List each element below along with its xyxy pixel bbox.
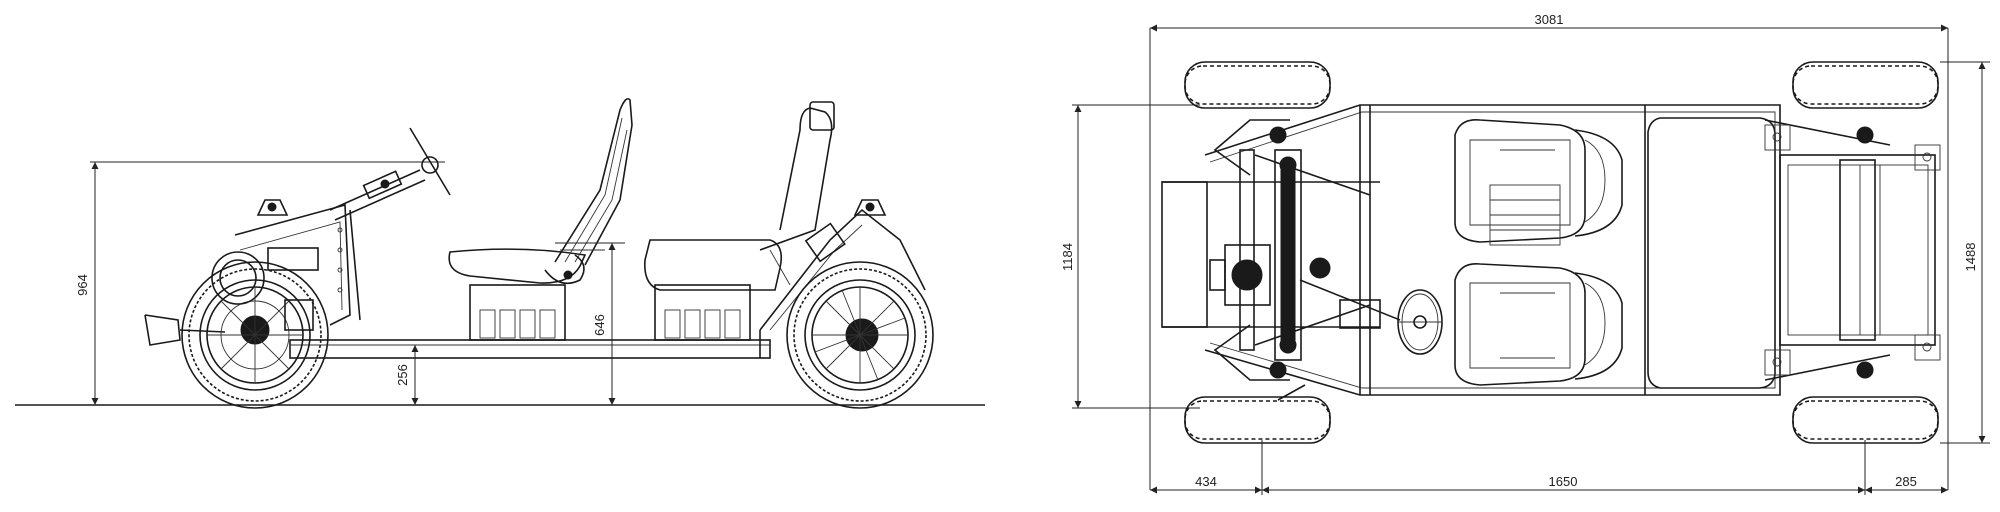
side-front-wheel bbox=[181, 247, 329, 409]
side-front-seat bbox=[448, 97, 633, 285]
dim-label-rear-overhang: 285 bbox=[1895, 474, 1917, 489]
top-view: 3081 1184 1488 434 1650 285 bbox=[1060, 12, 1990, 495]
top-steering-rack bbox=[1274, 149, 1401, 361]
top-chassis-frame bbox=[1161, 104, 1936, 396]
top-wheel-rear-right bbox=[1792, 361, 1939, 444]
top-wheel-front-right bbox=[1184, 361, 1331, 444]
top-battery-pack bbox=[1489, 184, 1561, 246]
dim-label-overall-height: 964 bbox=[75, 274, 90, 296]
top-dim-bottom-row: 434 1650 285 bbox=[1150, 440, 1948, 495]
side-view: 964 646 256 bbox=[15, 97, 985, 409]
top-dim-track-width: 1184 bbox=[1060, 104, 1200, 409]
dim-label-overall-width: 1488 bbox=[1963, 243, 1978, 272]
side-battery-boxes bbox=[469, 284, 751, 341]
top-seat-left bbox=[1454, 118, 1623, 243]
top-dim-overall-width: 1488 bbox=[1940, 61, 1990, 444]
side-chassis-frame bbox=[144, 203, 926, 359]
dim-label-seat-height: 646 bbox=[592, 314, 607, 336]
top-mount-brackets bbox=[1764, 124, 1941, 376]
dim-label-track-width: 1184 bbox=[1060, 243, 1075, 271]
side-rear-seat bbox=[643, 101, 835, 291]
side-dim-ground-clearance: 256 bbox=[395, 345, 419, 405]
side-steering-column bbox=[329, 127, 451, 221]
dim-label-overall-length: 3081 bbox=[1535, 12, 1564, 27]
top-wheel-rear-left bbox=[1792, 61, 1939, 144]
side-dim-overall-height: 964 bbox=[75, 161, 445, 405]
top-steering-wheel bbox=[1397, 289, 1443, 355]
dim-label-wheelbase: 1650 bbox=[1549, 474, 1578, 489]
side-rear-wheel bbox=[786, 261, 934, 409]
dim-label-ground-clearance: 256 bbox=[395, 364, 410, 386]
top-wheel-front-left bbox=[1184, 61, 1331, 144]
top-motor bbox=[1209, 244, 1331, 306]
top-seat-right bbox=[1454, 263, 1623, 386]
side-dim-seat-height: 646 bbox=[555, 242, 625, 405]
side-shock-mounts bbox=[256, 199, 887, 263]
dim-label-front-overhang: 434 bbox=[1195, 474, 1217, 489]
